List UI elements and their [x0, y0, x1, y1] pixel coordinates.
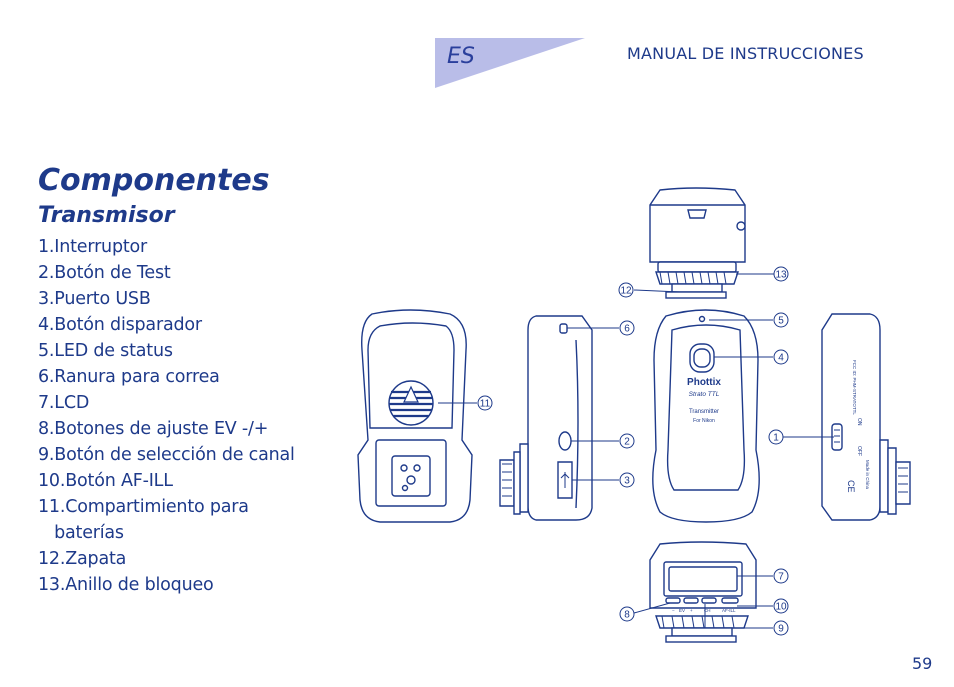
ev-label: EV — [679, 608, 685, 613]
part-item: 4.Botón disparador — [38, 315, 202, 335]
svg-text:2: 2 — [624, 437, 630, 448]
parts-list: 1.Interruptor 2.Botón de Test 3.Puerto U… — [38, 234, 295, 598]
part-item: 1.Interruptor — [38, 237, 148, 257]
svg-text:1: 1 — [773, 433, 779, 444]
manual-title: MANUAL DE INSTRUCCIONES — [627, 44, 864, 63]
callout-2: 2 — [619, 433, 635, 449]
callout-1: 1 — [768, 429, 784, 445]
callout-5: 5 — [773, 312, 789, 328]
ev-plus-label: + — [690, 608, 693, 613]
callout-11: 11 — [477, 395, 493, 411]
svg-text:12: 12 — [620, 286, 632, 297]
callout-12: 12 — [618, 282, 634, 298]
svg-text:6: 6 — [624, 324, 630, 335]
fcc-label: FCC ID: PHM-STRATOTTL — [852, 360, 857, 415]
side-view-left-illustration — [499, 315, 593, 521]
part-item: 7.LCD — [38, 393, 90, 413]
part-item: 13.Anillo de bloqueo — [38, 575, 214, 595]
callout-lines — [438, 273, 834, 629]
device-model: Strato TTL — [689, 391, 720, 398]
language-tab — [435, 38, 585, 88]
part-item: 5.LED de status — [38, 341, 173, 361]
callout-8: 8 — [619, 606, 635, 622]
part-item: 2.Botón de Test — [38, 263, 171, 283]
af-ill-label: AF-ILL — [722, 608, 736, 613]
on-label: ON — [856, 418, 862, 426]
back-view-illustration — [357, 309, 473, 523]
svg-text:7: 7 — [778, 572, 784, 583]
callout-7: 7 — [773, 568, 789, 584]
front-view-illustration: Phottix Strato TTL Transmitter For Nikon — [652, 309, 760, 523]
svg-text:11: 11 — [480, 399, 491, 410]
callout-10: 10 — [773, 598, 789, 614]
ch-label: CH — [704, 608, 711, 613]
page-number: 59 — [912, 654, 933, 673]
svg-text:13: 13 — [775, 270, 787, 281]
svg-text:8: 8 — [624, 610, 630, 621]
part-item: 8.Botones de ajuste EV -/+ — [38, 419, 269, 439]
device-brand: Phottix — [687, 377, 721, 388]
language-label: ES — [447, 44, 475, 69]
section-title: Componentes — [38, 163, 270, 198]
part-item: 9.Botón de selección de canal — [38, 445, 295, 465]
device-type: Transmitter — [689, 409, 719, 415]
ce-mark: CE — [846, 480, 856, 493]
callout-6: 6 — [619, 320, 635, 336]
callout-3: 3 — [619, 472, 635, 488]
svg-text:9: 9 — [778, 624, 784, 635]
made-in-label: Made in China — [865, 460, 870, 490]
svg-text:5: 5 — [778, 316, 784, 327]
part-item: 12.Zapata — [38, 549, 127, 569]
part-item: 3.Puerto USB — [38, 289, 151, 309]
part-item: 10.Botón AF-ILL — [38, 471, 173, 491]
svg-text:4: 4 — [778, 353, 784, 364]
side-view-right-illustration: CE FCC ID: PHM-STRATOTTL ON OFF Made in … — [821, 313, 911, 521]
part-item: 6.Ranura para correa — [38, 367, 220, 387]
top-view-illustration — [649, 187, 746, 299]
callout-9: 9 — [773, 620, 789, 636]
device-mount: For Nikon — [693, 418, 715, 424]
ev-minus-label: − — [672, 608, 675, 613]
part-item: 11.Compartimiento para baterías — [38, 497, 249, 543]
callout-markers: 13 12 5 4 6 11 2 3 — [477, 266, 789, 636]
callout-13: 13 — [773, 266, 789, 282]
svg-text:10: 10 — [775, 602, 787, 613]
bottom-view-illustration: − EV + CH AF-ILL — [649, 541, 757, 643]
svg-text:3: 3 — [624, 476, 630, 487]
callout-4: 4 — [773, 349, 789, 365]
subsection-title: Transmisor — [38, 203, 175, 228]
off-label: OFF — [856, 446, 862, 456]
